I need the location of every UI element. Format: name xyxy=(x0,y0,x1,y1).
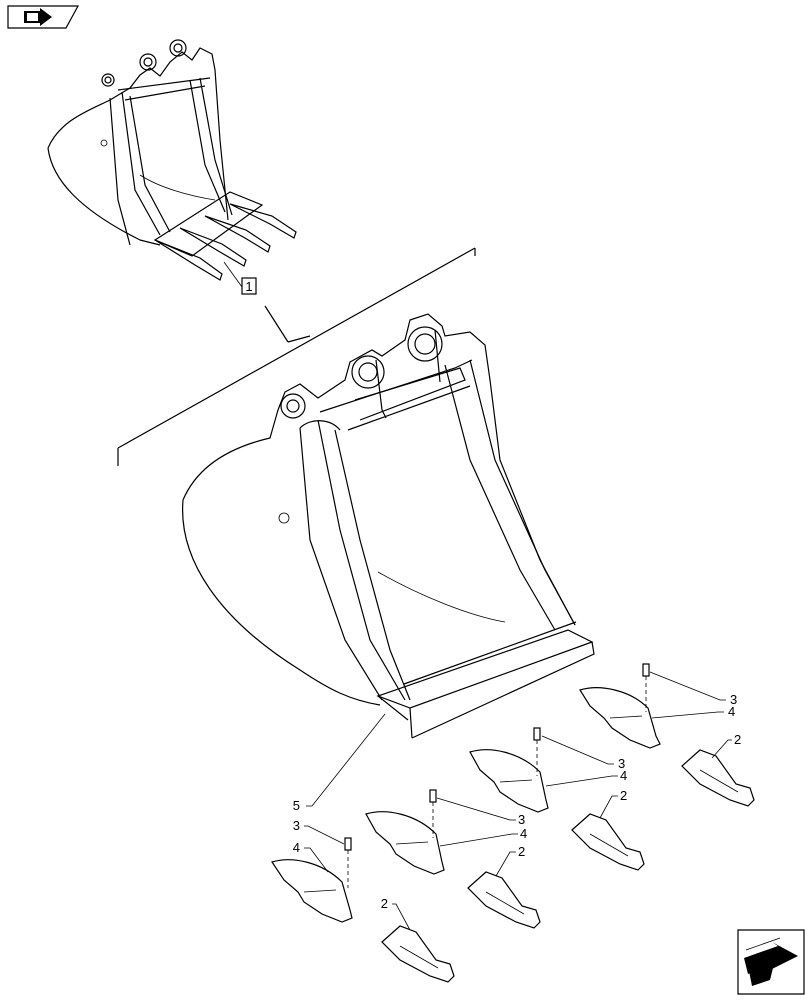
callout-3-d: 3 xyxy=(730,692,737,707)
exploded-view-bracket xyxy=(117,247,476,466)
callout-4-d: 4 xyxy=(728,704,735,719)
assembled-bucket-thumbnail xyxy=(47,39,297,281)
callout-3-a: 3 xyxy=(293,818,300,833)
tooth-set-d xyxy=(579,663,755,807)
tooth-d xyxy=(681,749,755,807)
previous-page-arrow-icon[interactable] xyxy=(7,5,80,29)
pin-d xyxy=(642,663,650,677)
adapter-a xyxy=(271,859,353,923)
callout-3-b: 3 xyxy=(518,812,525,827)
assembly-callout: 1 xyxy=(223,261,257,295)
pin-b xyxy=(429,789,437,803)
callout-2-b: 2 xyxy=(518,844,525,859)
tooth-c xyxy=(571,813,645,871)
callout-labels: 5 3 4 2 3 4 2 3 4 2 3 4 2 xyxy=(293,692,741,911)
adapter-b xyxy=(365,811,445,875)
callout-5: 5 xyxy=(293,798,300,813)
tooth-a xyxy=(381,925,455,983)
next-page-arrow-icon[interactable] xyxy=(737,929,805,995)
tooth-b xyxy=(467,871,541,929)
pin-a xyxy=(344,837,352,851)
assembly-callout-label: 1 xyxy=(245,279,252,294)
pin-c xyxy=(533,727,541,741)
tooth-set-c xyxy=(469,727,645,871)
callout-4-c: 4 xyxy=(620,768,627,783)
leader-lines xyxy=(304,671,732,931)
tooth-set-a xyxy=(271,837,455,983)
tooth-set-b xyxy=(365,789,541,929)
callout-3-c: 3 xyxy=(618,756,625,771)
callout-2-d: 2 xyxy=(734,732,741,747)
callout-2-c: 2 xyxy=(620,788,627,803)
adapter-c xyxy=(469,749,549,813)
callout-2-a: 2 xyxy=(381,896,388,911)
adapter-d xyxy=(579,687,661,749)
callout-4-b: 4 xyxy=(520,826,527,841)
callout-4-a: 4 xyxy=(293,840,300,855)
bucket-body xyxy=(182,313,595,739)
